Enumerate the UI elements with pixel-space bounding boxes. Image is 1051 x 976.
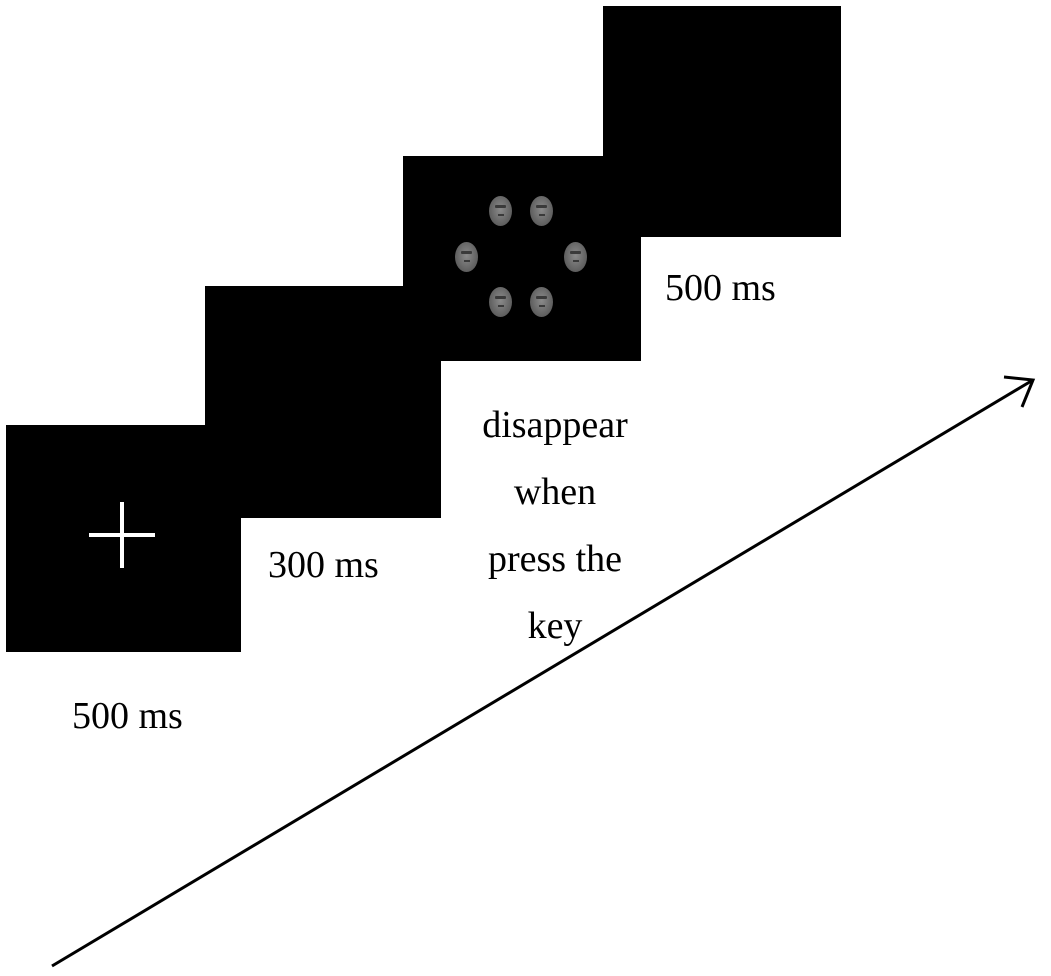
fixation-cross-vertical <box>120 502 124 568</box>
face-icon <box>530 287 553 317</box>
face-icon <box>489 287 512 317</box>
stimulus-duration-line: when <box>513 471 597 513</box>
final-duration-label: 500 ms <box>665 267 776 309</box>
blank-duration-label: 300 ms <box>268 544 379 586</box>
face-icon <box>564 242 587 272</box>
face-icon <box>455 242 478 272</box>
face-array-screen <box>403 156 641 361</box>
blank-screen-2 <box>603 6 841 237</box>
fixation-duration-label: 500 ms <box>72 695 183 737</box>
time-arrow-head <box>1003 375 1036 408</box>
face-icon <box>530 196 553 226</box>
face-icon <box>489 196 512 226</box>
stimulus-duration-line: key <box>527 605 583 647</box>
stimulus-duration-line: press the <box>487 538 623 580</box>
stimulus-duration-line: disappear <box>482 404 628 446</box>
stimulus-duration-label: disappear when press the key <box>445 392 665 660</box>
